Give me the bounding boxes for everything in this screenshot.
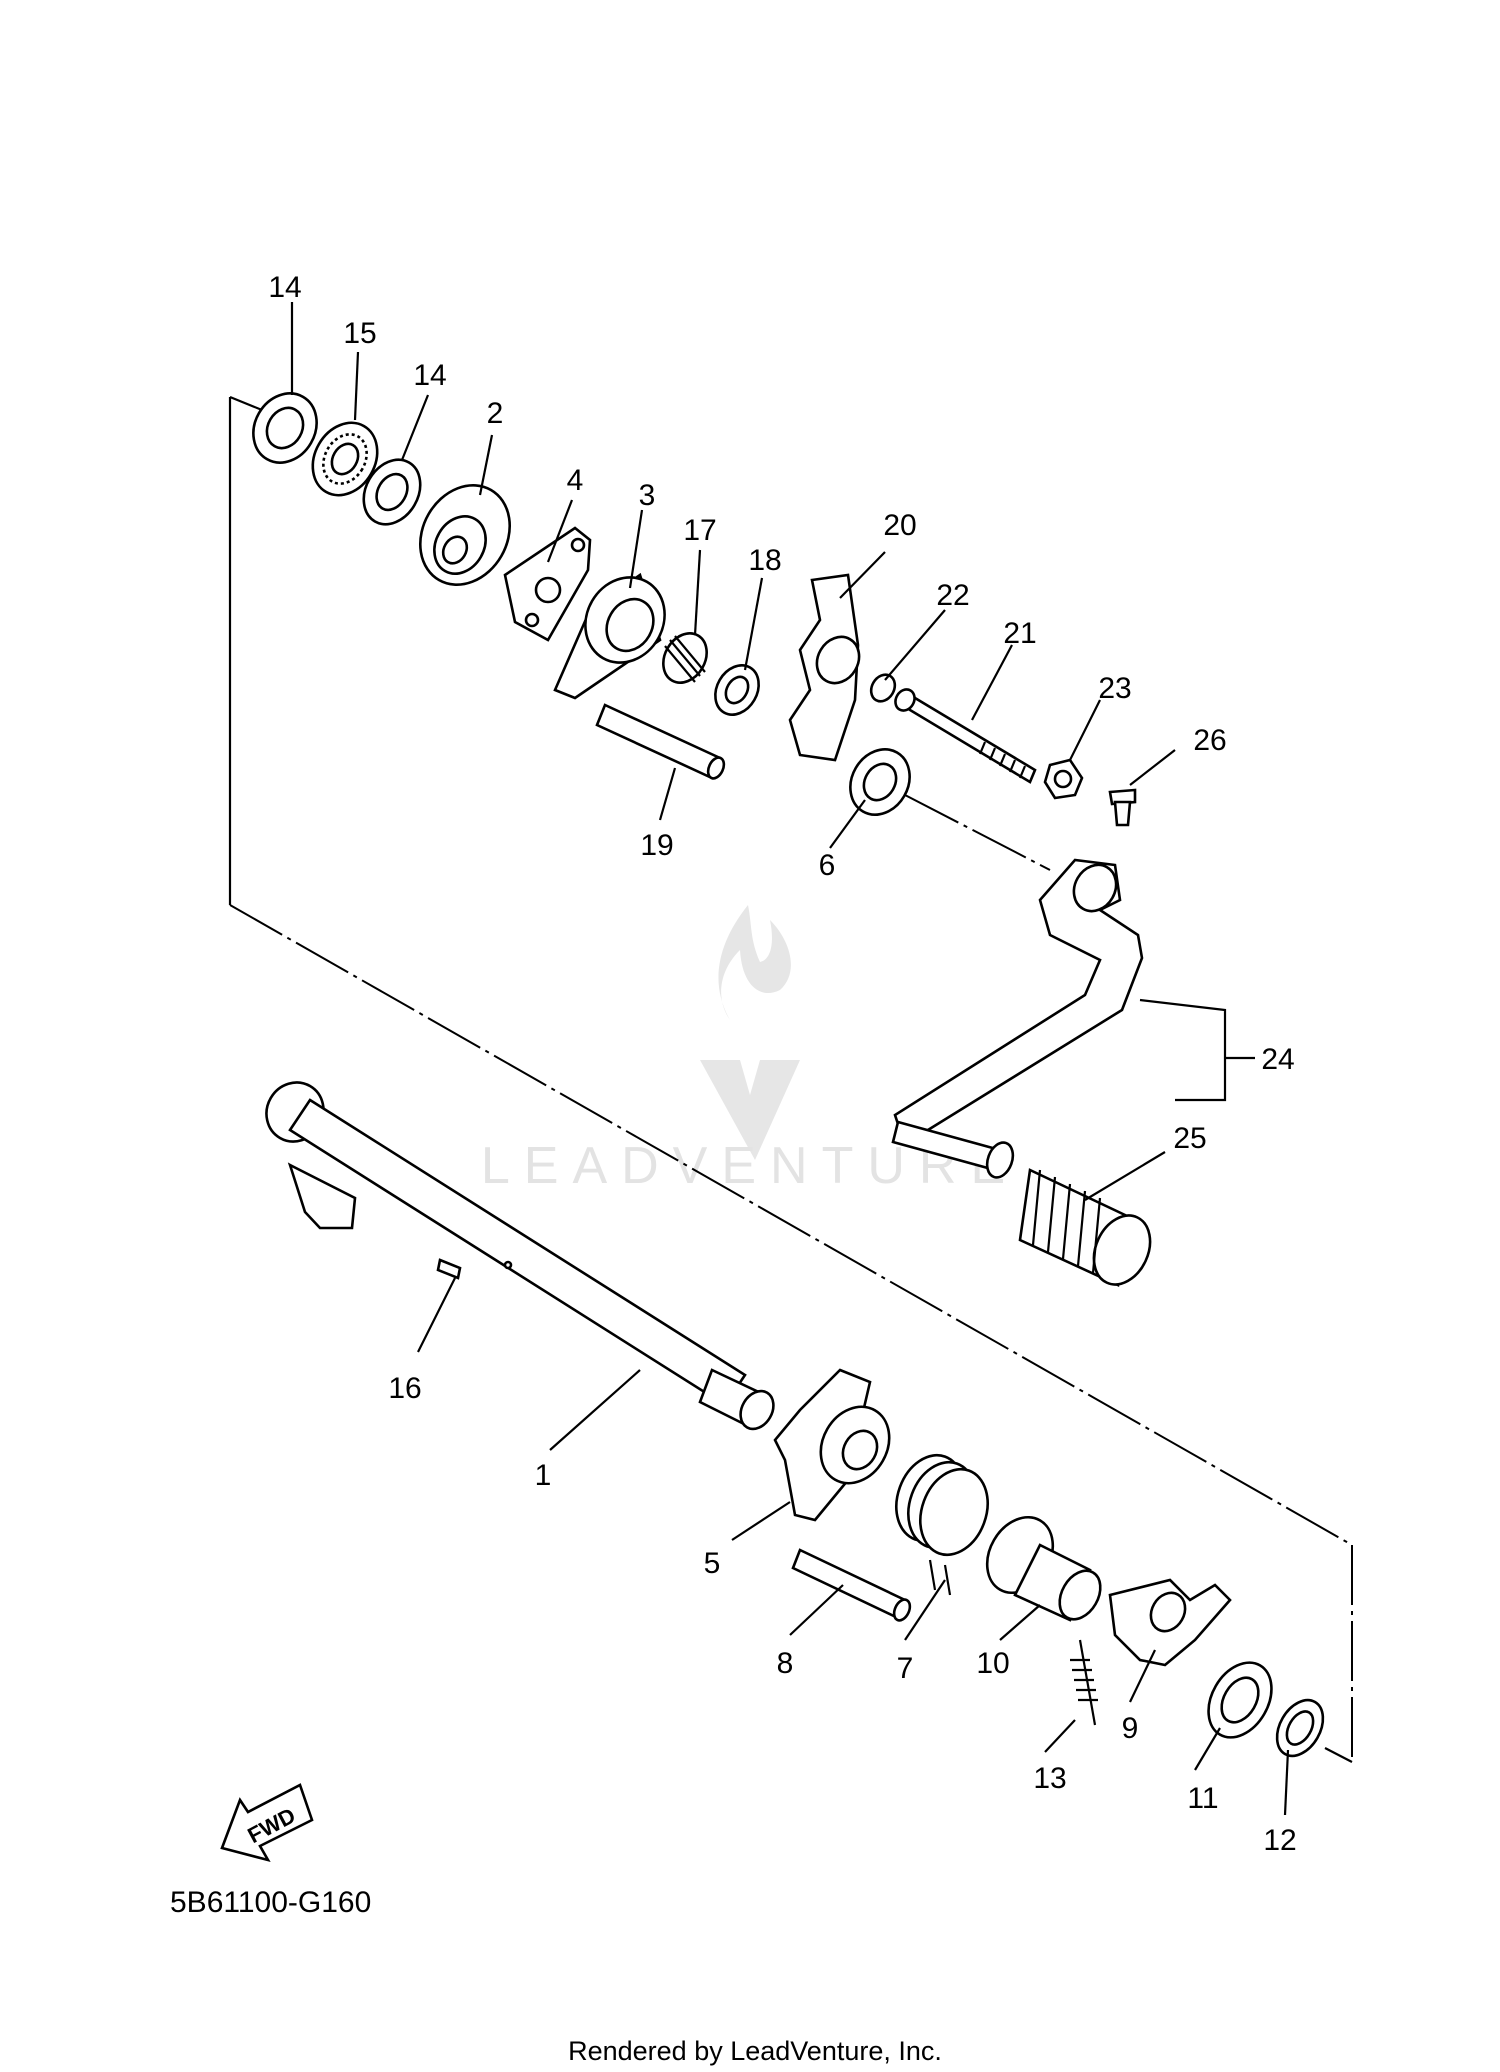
leader-lines xyxy=(290,302,1290,1816)
center-dash-line xyxy=(904,794,1051,871)
part-label: 1 xyxy=(535,1459,552,1492)
part-label: 5 xyxy=(704,1547,721,1580)
kick-axle-1 xyxy=(265,1081,775,1431)
spring-13 xyxy=(1070,1639,1098,1726)
oil-seal-6 xyxy=(849,748,911,816)
torsion-spring-7 xyxy=(895,1453,989,1596)
part-label: 16 xyxy=(388,1372,421,1405)
spring-17 xyxy=(662,632,708,684)
part-label: 6 xyxy=(819,849,836,882)
plate-4 xyxy=(503,526,592,642)
pawl-20 xyxy=(788,573,861,762)
part-label: 20 xyxy=(883,509,916,542)
part-label: 19 xyxy=(640,829,673,862)
watermark-logo xyxy=(700,905,800,1160)
ratchet-2 xyxy=(418,484,512,586)
part-label: 14 xyxy=(413,359,446,392)
fwd-arrow-icon: FWD xyxy=(220,1783,314,1863)
pin-16 xyxy=(436,1258,513,1280)
part-label: 26 xyxy=(1193,724,1226,757)
part-label: 15 xyxy=(343,317,376,350)
pawl-9 xyxy=(1108,1578,1232,1667)
kick-gear-5 xyxy=(773,1368,891,1522)
kick-rubber-25 xyxy=(1018,1168,1152,1287)
washer-14-lower xyxy=(362,458,422,526)
nut-23 xyxy=(1043,758,1084,800)
o-ring-22 xyxy=(869,673,897,703)
part-label: 7 xyxy=(897,1652,914,1685)
part-labels: 14 15 14 2 4 3 17 18 20 22 21 23 26 19 6… xyxy=(268,271,1296,1857)
part-label: 13 xyxy=(1033,1762,1066,1795)
part-label: 22 xyxy=(936,579,969,612)
bolt-26 xyxy=(1108,788,1137,827)
part-label: 23 xyxy=(1098,672,1131,705)
collar-10 xyxy=(985,1515,1102,1622)
assembly-outline xyxy=(228,395,1353,1763)
part-label: 9 xyxy=(1122,1712,1139,1745)
part-label: 2 xyxy=(487,397,504,430)
part-label: 10 xyxy=(976,1647,1009,1680)
washer-18 xyxy=(714,664,760,716)
bearing-15 xyxy=(311,421,379,497)
part-label: 18 xyxy=(748,544,781,577)
circlip-12 xyxy=(1275,1698,1325,1758)
washer-14-upper xyxy=(252,392,318,464)
part-label: 25 xyxy=(1173,1122,1206,1155)
part-label: 8 xyxy=(777,1647,794,1680)
part-label: 17 xyxy=(683,514,716,547)
kick-crank-24 xyxy=(891,858,1144,1179)
part-label: 11 xyxy=(1187,1782,1218,1815)
washer-11 xyxy=(1207,1661,1273,1739)
bolt-21 xyxy=(894,688,1037,784)
part-label: 14 xyxy=(268,271,301,304)
footer-credit: Rendered by LeadVenture, Inc. xyxy=(568,2036,942,2066)
diagram-code: 5B61100-G160 xyxy=(170,1886,371,1919)
pin-19 xyxy=(595,703,726,780)
part-label: 21 xyxy=(1003,617,1036,650)
pin-8 xyxy=(791,1548,912,1622)
part-label: 4 xyxy=(567,464,584,497)
part-label: 24 xyxy=(1261,1043,1294,1076)
part-label: 12 xyxy=(1263,1824,1296,1857)
part-label: 3 xyxy=(639,479,656,512)
